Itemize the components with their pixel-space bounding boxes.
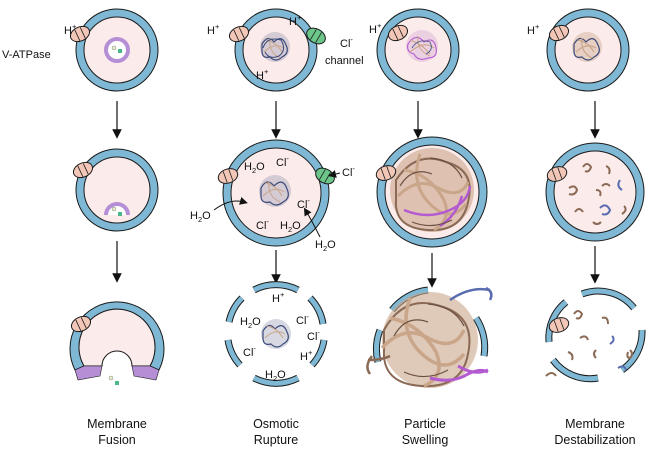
polymer-particle: [572, 32, 602, 62]
h-ion-label: H+: [207, 22, 220, 37]
endosome-swelling-stage2: [375, 136, 488, 248]
v-atpase-pump-icon: [375, 165, 397, 181]
water-influx-arrow-icon: [303, 207, 321, 238]
water-label: H2O: [190, 210, 211, 224]
cl-ion-label: Cl-: [297, 196, 310, 211]
h-ion-label: H+: [272, 290, 285, 305]
intraluminal-vesicle: [104, 37, 130, 63]
chloride-influx-arrow-icon: [328, 170, 341, 178]
v-atpase-pump-icon: [546, 166, 568, 182]
endosome-swelling-stage3-ruptured: [366, 286, 493, 388]
water-label: H2O: [315, 239, 336, 253]
polymer-particle: [390, 148, 474, 232]
dispersed-polymer-chains: [568, 163, 627, 225]
v-atpase-pump-icon: [72, 161, 94, 179]
water-influx-arrow-icon: [213, 197, 248, 211]
polymer-particle: [260, 32, 290, 62]
caption-line1: Particle: [404, 417, 446, 431]
cargo-particle: [108, 375, 114, 381]
v-atpase-pump-icon: [217, 168, 239, 184]
h-ion-label: H+: [300, 348, 313, 363]
v-atpase-label: V-ATPase: [2, 49, 51, 61]
caption-line1: Membrane: [87, 417, 147, 431]
v-atpase-pump-icon: [228, 25, 250, 43]
water-label: H2O: [240, 316, 261, 330]
water-label: H2O: [280, 220, 301, 234]
endosome-osmotic-stage3-ruptured: [224, 281, 328, 387]
endosome-destab-stage2: [545, 142, 645, 242]
cargo-particle: [118, 212, 122, 216]
caption-line1: Membrane: [565, 417, 625, 431]
v-atpase-pump-icon: [387, 24, 409, 42]
v-atpase-pump-icon: [548, 24, 570, 42]
polymer-particle: [261, 319, 291, 349]
v-atpase-pump-icon: [70, 315, 92, 333]
endosome-destab-stage3-fragmented: [545, 287, 646, 383]
cl-ion-label: Cl-: [296, 312, 309, 327]
column-particle-swelling: H+: [366, 8, 493, 447]
column-osmotic-rupture: H+ H+ H+ Cl- channel: [190, 8, 364, 447]
cargo-particle: [111, 45, 117, 51]
caption-line2: Rupture: [254, 433, 299, 447]
cl-channel-icon: [306, 27, 326, 45]
water-label: H2O: [265, 369, 286, 383]
cl-channel-label-2: channel: [325, 55, 364, 67]
polymer-particle: [259, 175, 291, 207]
endosome-osmotic-stage1: H+ H+ H+ Cl- channel: [207, 8, 364, 92]
h-ion-label: H+: [369, 21, 382, 36]
endosome-fusion-stage1: H+ V-ATPase: [2, 8, 159, 92]
dispersed-polymer-chains: [545, 310, 633, 377]
cl-channel-label: Cl-: [340, 35, 353, 50]
polymer-particle: [406, 30, 438, 62]
endosome-osmotic-stage2: H2O Cl- Cl- Cl- H2O Cl- H2O H2O: [190, 139, 355, 253]
column-membrane-destabilization: H+: [527, 8, 646, 447]
caption-line2: Fusion: [98, 433, 136, 447]
h-ion-label: H+: [64, 22, 77, 37]
cargo-particle: [118, 49, 122, 53]
endosome-fusion-stage3: [69, 301, 165, 385]
cargo-particle: [115, 381, 119, 385]
h-ion-label: H+: [256, 67, 269, 82]
endosome-swelling-stage1: H+: [369, 8, 460, 92]
caption-line2: Destabilization: [554, 433, 635, 447]
caption-line1: Osmotic: [253, 417, 299, 431]
endosome-fusion-stage2: [72, 148, 159, 232]
cl-ion-label: Cl-: [342, 164, 355, 179]
cl-ion-label: Cl-: [276, 154, 289, 169]
cargo-particle: [111, 206, 117, 212]
cl-ion-label: Cl-: [256, 217, 269, 232]
cl-ion-label: Cl-: [307, 328, 320, 343]
caption-line2: Swelling: [402, 433, 449, 447]
polymer-particle: [366, 286, 493, 388]
cl-ion-label: Cl-: [243, 344, 256, 359]
v-atpase-pump-icon: [69, 25, 91, 43]
endosome-destab-stage1: H+: [527, 8, 630, 92]
h-ion-label: H+: [527, 22, 540, 37]
column-membrane-fusion: H+ V-ATPase: [2, 8, 165, 447]
water-label: H2O: [244, 161, 265, 175]
h-ion-label: H+: [289, 13, 302, 28]
v-atpase-pump-icon: [548, 317, 570, 333]
